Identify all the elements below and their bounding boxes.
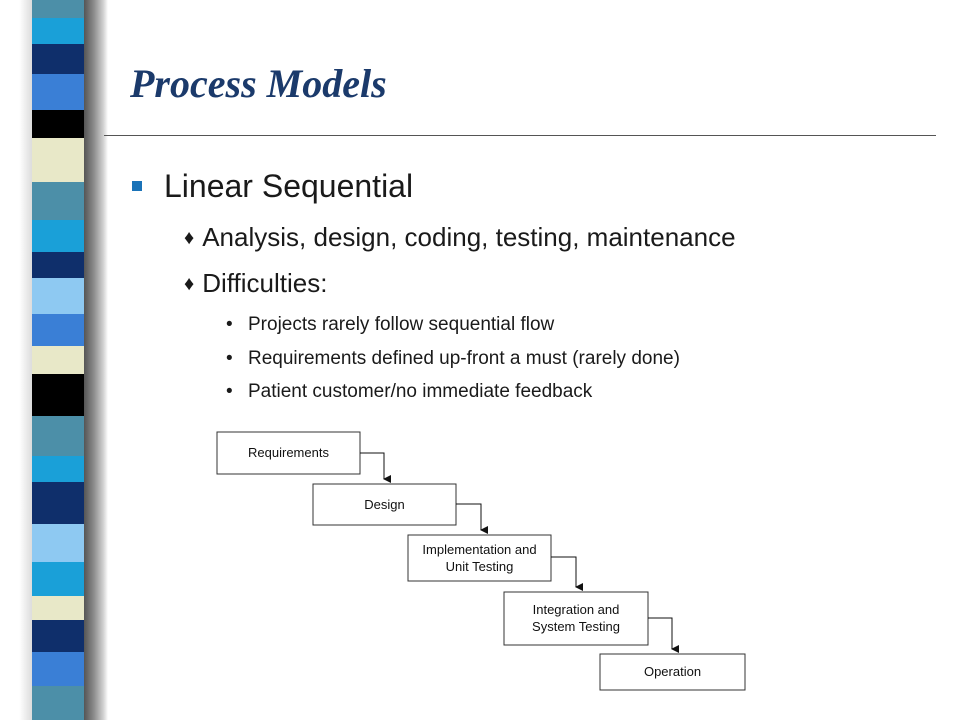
- title-divider: [104, 135, 936, 136]
- flow-arrow: [360, 452, 391, 483]
- diagram-box-operation: Operation: [599, 653, 746, 691]
- strip-edge: [0, 0, 32, 720]
- slide-title: Process Models: [130, 61, 387, 106]
- decorative-side-strip: [0, 0, 108, 720]
- bullet-level3-text: Projects rarely follow sequential flow: [248, 314, 555, 335]
- box-label: Requirements: [248, 445, 329, 460]
- bullet-level1: Linear Sequential: [132, 168, 413, 205]
- bullet-level2: ♦ Difficulties:: [184, 268, 327, 299]
- flow-arrow: [456, 503, 488, 534]
- box-label-line2: System Testing: [532, 619, 620, 634]
- strip-shadow: [84, 0, 108, 720]
- dot-bullet-icon: •: [226, 314, 233, 335]
- bullet-level3-text: Requirements defined up-front a must (ra…: [248, 348, 680, 369]
- bullet-level2-text: Analysis, design, coding, testing, maint…: [202, 222, 736, 252]
- box-label-line1: Integration and: [533, 602, 620, 617]
- bullet-level2-text: Difficulties:: [202, 268, 328, 298]
- diagram-box-integration: Integration and System Testing: [503, 591, 649, 646]
- box-label-line2: Unit Testing: [446, 559, 514, 574]
- bullet-level2: ♦ Analysis, design, coding, testing, main…: [184, 222, 736, 253]
- bullet-level3: • Patient customer/no immediate feedback: [226, 381, 592, 403]
- flow-arrow: [648, 617, 679, 653]
- square-bullet-icon: [132, 180, 142, 191]
- bullet-level3-text: Patient customer/no immediate feedback: [248, 381, 593, 402]
- box-label: Design: [364, 497, 404, 512]
- diagram-box-design: Design: [312, 483, 457, 526]
- flow-arrow: [551, 556, 583, 591]
- bullet-level1-text: Linear Sequential: [164, 168, 414, 204]
- bullet-level3: • Projects rarely follow sequential flow: [226, 314, 554, 336]
- dot-bullet-icon: •: [226, 381, 233, 402]
- box-label-line1: Implementation and: [422, 542, 536, 557]
- strip-blocks: [32, 0, 88, 720]
- bullet-level3: • Requirements defined up-front a must (r…: [226, 348, 680, 370]
- dot-bullet-icon: •: [226, 348, 233, 369]
- box-label: Operation: [644, 664, 701, 679]
- diamond-bullet-icon: ♦: [184, 227, 195, 249]
- diagram-box-requirements: Requirements: [216, 431, 361, 475]
- diamond-bullet-icon: ♦: [184, 273, 195, 295]
- diagram-box-implementation: Implementation and Unit Testing: [407, 534, 552, 582]
